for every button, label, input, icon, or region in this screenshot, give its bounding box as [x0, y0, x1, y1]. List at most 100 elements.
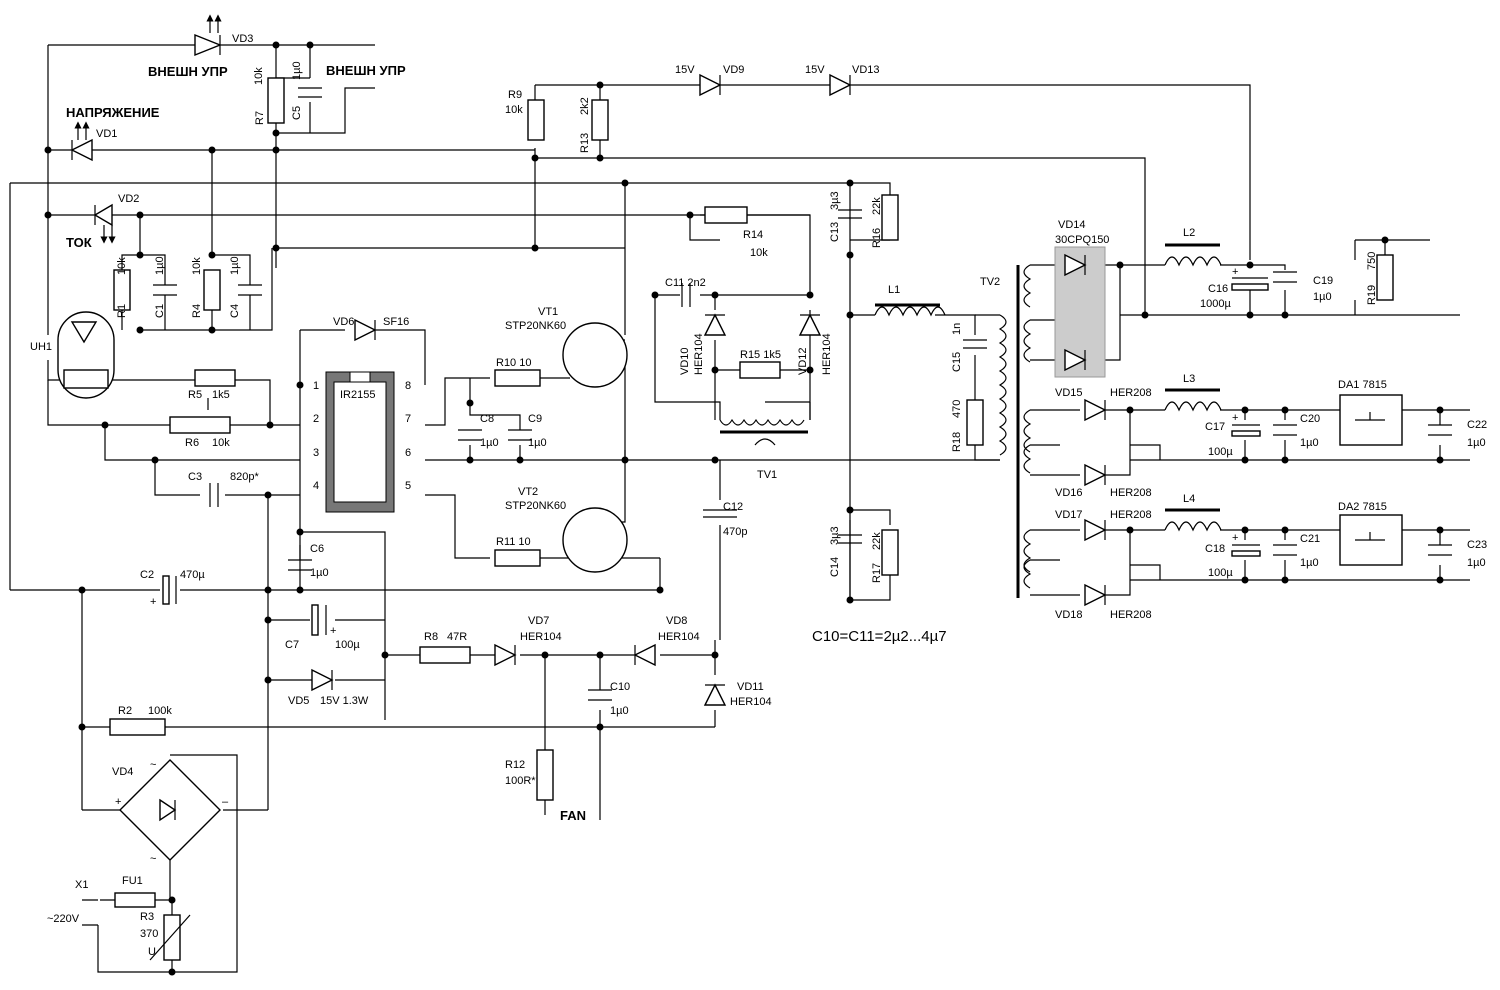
label-vd14: VD14 — [1058, 219, 1086, 231]
diode-vd11 — [703, 683, 727, 706]
capacitor-c3 — [209, 483, 219, 507]
label-p3: 3 — [313, 447, 319, 459]
label-da2: DA2 7815 — [1338, 501, 1387, 513]
label-x1: X1 — [75, 879, 88, 891]
label-p4: 4 — [313, 480, 319, 492]
label-ic: IR2155 — [340, 389, 375, 401]
label-vnesh-upr-1: ВНЕШН УПР — [148, 64, 228, 79]
resistor-r1 — [113, 269, 131, 311]
label-c18: C18 — [1205, 543, 1225, 555]
label-vnesh-upr-2: ВНЕШН УПР — [326, 63, 406, 78]
label-c6-val: 1µ0 — [310, 567, 329, 579]
label-r7: R7 — [254, 111, 266, 125]
label-c3-val: 820p* — [230, 471, 259, 483]
label-c17: C17 — [1205, 421, 1225, 433]
label-vd8: VD8 — [666, 615, 687, 627]
label-fan: FAN — [560, 808, 586, 823]
ic-ir2155 — [325, 371, 395, 513]
capacitor-c8 — [458, 429, 482, 441]
resistor-r12 — [536, 749, 554, 801]
diode-vd3 — [194, 33, 222, 57]
label-c19: C19 — [1313, 275, 1333, 287]
capacitor-c13 — [838, 209, 862, 219]
label-c16: C16 — [1208, 283, 1228, 295]
label-c22-val: 1µ0 — [1467, 437, 1486, 449]
label-vd7: VD7 — [528, 615, 549, 627]
label-c10-val: 1µ0 — [610, 705, 629, 717]
label-r12-val: 100R* — [505, 775, 536, 787]
label-c23-val: 1µ0 — [1467, 557, 1486, 569]
label-c16-val: 1000µ — [1200, 298, 1231, 310]
label-vd6: VD6 — [333, 316, 354, 328]
label-vd1: VD1 — [96, 128, 117, 140]
label-c4-val: 1µ0 — [229, 256, 241, 275]
label-vd2: VD2 — [118, 193, 139, 205]
label-r6: R6 — [185, 437, 199, 449]
label-vd5: VD5 — [288, 695, 309, 707]
label-r8-val: 47R — [447, 631, 467, 643]
resistor-r10 — [494, 369, 541, 387]
diode-vd14 — [1054, 246, 1106, 378]
diode-vd8 — [633, 643, 656, 667]
label-vd11-t: HER104 — [730, 696, 772, 708]
label-r4: R4 — [191, 304, 203, 318]
label-r16: R16 — [871, 228, 883, 248]
resistor-r15 — [739, 361, 781, 379]
label-p8: 8 — [405, 380, 411, 392]
label-c21-val: 1µ0 — [1300, 557, 1319, 569]
label-vd11: VD11 — [737, 681, 764, 693]
label-c20-val: 1µ0 — [1300, 437, 1319, 449]
diode-vd2 — [93, 203, 113, 227]
diode-vd17 — [1084, 518, 1107, 542]
label-c1: C1 — [154, 304, 166, 318]
capacitor-c11 — [681, 283, 691, 307]
resistor-r13 — [591, 99, 609, 141]
diode-vd9 — [699, 73, 722, 97]
label-c14: C14 — [829, 557, 841, 577]
label-c5-val: 1µ0 — [291, 61, 303, 80]
label-c7-val: 100µ — [335, 639, 360, 651]
transformer-tv1 — [719, 418, 808, 446]
label-c17-plus: + — [1232, 412, 1238, 424]
capacitor-c21 — [1273, 544, 1297, 556]
resistor-r4 — [203, 269, 221, 311]
label-vd6-val: SF16 — [383, 316, 409, 328]
label-vd12-t: HER104 — [821, 333, 833, 375]
label-vt1-t: STP20NK60 — [505, 320, 566, 332]
label-r7-val: 10k — [253, 67, 265, 85]
bridge-vd4 — [119, 759, 221, 861]
capacitor-c23 — [1428, 544, 1452, 556]
label-r14: R14 — [743, 229, 763, 241]
label-r6-val: 10k — [212, 437, 230, 449]
capacitor-c6 — [288, 559, 312, 571]
label-r9-val: 10k — [505, 104, 523, 116]
label-c3: C3 — [188, 471, 202, 483]
capacitor-c20 — [1273, 424, 1297, 436]
label-tv2: TV2 — [980, 276, 1000, 288]
diode-vd16 — [1084, 463, 1107, 487]
label-l2: L2 — [1183, 227, 1195, 239]
label-r19-val: 750 — [1366, 252, 1378, 270]
label-c2-val: 470µ — [180, 569, 205, 581]
capacitor-c12 — [703, 509, 737, 518]
label-c13: C13 — [829, 222, 841, 242]
diode-vd1 — [70, 138, 93, 162]
resistor-r11 — [494, 549, 541, 567]
capacitor-c15 — [963, 339, 987, 349]
label-r1: R1 — [116, 304, 128, 318]
label-vd4-minus: – — [222, 796, 229, 808]
fuse-fu1 — [114, 892, 156, 908]
label-fu1: FU1 — [122, 875, 143, 887]
label-note: C10=C11=2µ2...4µ7 — [812, 628, 947, 645]
led-arrows — [74, 14, 222, 244]
label-vd15: VD15 — [1055, 387, 1083, 399]
label-vd4-tilde-bottom: ~ — [150, 853, 156, 865]
label-vd13: VD13 — [852, 64, 880, 76]
label-r5: R5 — [188, 389, 202, 401]
label-c7: C7 — [285, 639, 299, 651]
label-vd10-t: HER104 — [693, 333, 705, 375]
capacitor-c16 — [1231, 277, 1269, 291]
diode-vd7 — [494, 643, 517, 667]
diode-vd5 — [311, 668, 334, 692]
label-r10: R10 10 — [496, 357, 531, 369]
